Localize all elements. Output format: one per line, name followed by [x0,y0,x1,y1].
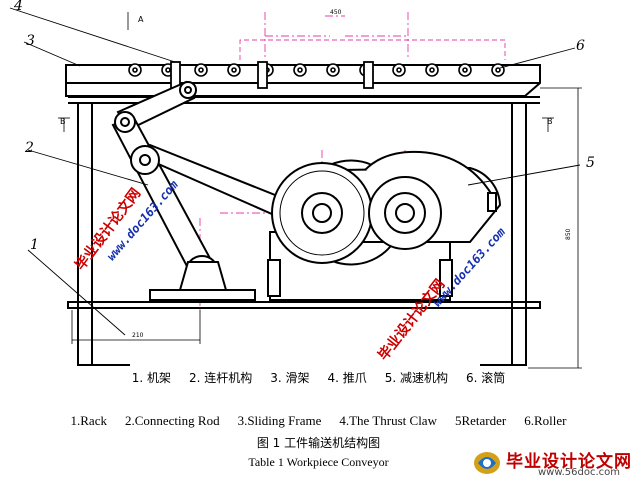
part-label-4: 4 [13,0,23,14]
part-label-2: 2 [24,140,34,156]
roller-axle [165,67,171,73]
section-mark-b-left: B [60,117,66,126]
legend-en-item: 3.Sliding Frame [237,413,322,428]
part-label-3: 3 [26,33,35,49]
leader-lines [9,7,581,336]
legend-en-item: 2.Connecting Rod [124,413,220,428]
legend-zh-item: 3. 滑架 [270,371,310,385]
part-label-6: 6 [576,38,585,54]
legend-en-item: 1.Rack [70,413,107,428]
dashed-outline [239,39,506,60]
roller-axle [132,67,138,73]
part-label-1: 1 [30,237,39,253]
roller-axle [495,67,501,73]
legend-zh-item: 2. 连杆机构 [188,371,253,385]
dimension-lines [58,12,582,369]
table-caption: Table 1 Workpiece Conveyor [248,455,389,469]
figure-caption: 图 1 工件输送机结构图 [256,436,381,450]
section-mark-a: A [138,15,144,24]
section-mark-b-right: B [547,117,553,126]
part-label-5: 5 [586,155,595,171]
roller-axle [429,67,435,73]
logo-text: 毕业设计论文网 [506,452,632,472]
logo-mark-icon [474,452,500,474]
pivot-base [149,261,256,301]
roller-axle [330,67,336,73]
dim-label-210: 210 [132,332,144,339]
legend-zh-item: 4. 推爪 [327,371,367,385]
legend-en-item: 5Retarder [454,413,507,428]
legend-en-item: 6.Roller [524,413,567,428]
legend-en-item: 4.The Thrust Claw [339,413,437,428]
legend-en: 1.Rack 2.Connecting Rod 3.Sliding Frame 4.T… [0,413,637,429]
roller-axle [231,67,237,73]
site-logo[interactable]: 毕业设计论文网 www.56doc.com [468,446,634,480]
logo-url: www.56doc.com [538,467,621,478]
legend-zh: 1. 机架 2. 连杆机构 3. 滑架 4. 推爪 5. 减速机构 6. 滚筒 [0,369,637,386]
section-marks: A B B [60,15,553,126]
dim-label-450: 450 [330,9,342,16]
legend-zh-item: 1. 机架 [131,371,171,385]
legend-zh-item: 5. 减速机构 [384,371,449,385]
roller-axle [396,67,402,73]
dim-label-850: 850 [565,228,572,240]
roller-axle [462,67,468,73]
roller-axle [297,67,303,73]
legend-zh-item: 6. 滚筒 [466,371,506,385]
part-number-labels: 4 3 2 1 5 6 [13,0,595,253]
frame-rack [67,96,541,366]
retarder-gearbox [267,150,502,301]
roller-axle [198,67,204,73]
dimension-labels: 450 210 850 [132,9,572,339]
